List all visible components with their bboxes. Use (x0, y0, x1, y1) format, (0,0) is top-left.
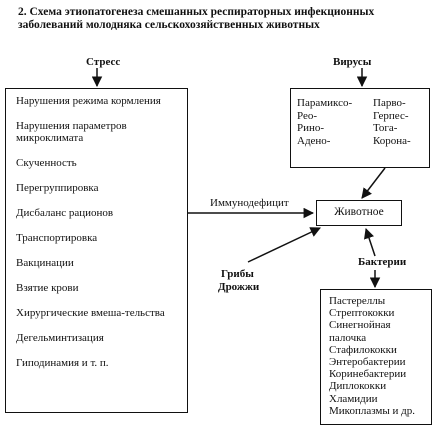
animal-box: Животное (316, 200, 402, 226)
stress-factors-box: Нарушения режима кормления Нарушения пар… (5, 88, 188, 413)
viruses-right-column: Парво- Герпес- Тога- Корона- (373, 97, 411, 147)
stress-item: Транспортировка (16, 232, 98, 244)
bacteria-item: Энтеробактерии (329, 356, 406, 369)
bacteria-item: Стафилококки (329, 343, 397, 356)
bacteria-item: Хламидии (329, 392, 378, 405)
stress-item: Нарушения режима кормления (16, 95, 161, 107)
viruses-left-column: Парамиксо- Рео- Рино- Адено- (297, 97, 352, 147)
virus-item: Парамиксо- (297, 97, 353, 109)
immunodeficit-label: Иммунодефицит (210, 197, 289, 209)
stress-item: Нарушения параметров микроклимата (16, 120, 127, 144)
bacteria-item: Пастереллы (329, 295, 386, 307)
bacteria-item: палочка (329, 331, 367, 344)
bacteria-item: Коринебактерии (329, 368, 407, 381)
virus-to-animal-arrow (361, 167, 386, 199)
virus-item: Адено- (297, 134, 331, 147)
virus-item: Герпес- (373, 109, 409, 122)
stress-item: Скученность (16, 157, 77, 169)
stress-item: Взятие крови (16, 282, 79, 294)
virus-item: Рео- (297, 109, 318, 122)
fungi-arrow (247, 227, 321, 263)
virus-item: Парво- (373, 97, 406, 109)
bacteria-item: Стрептококки (329, 307, 395, 320)
stress-item: Гиподинамия и т. п. (16, 357, 109, 369)
virus-item: Тога- (373, 122, 398, 134)
viruses-box: Парамиксо- Рео- Рино- Адено- Парво- Герп… (290, 88, 430, 168)
stress-item: Перегруппировка (16, 182, 99, 194)
fungi-label: Грибы (221, 268, 254, 280)
stress-item: Хирургические вмеша-тельства (16, 307, 165, 319)
yeast-label: Дрожжи (218, 281, 260, 293)
bacteria-box: Пастереллы Стрептококки Синегнойная пало… (320, 289, 432, 425)
stress-label: Стресс (86, 56, 121, 68)
viruses-label: Вирусы (333, 56, 372, 68)
virus-item: Рино- (297, 122, 325, 134)
stress-item: Вакцинации (16, 257, 74, 269)
bacteria-item: Синегнойная (329, 319, 391, 332)
virus-item: Корона- (373, 134, 411, 147)
bacteria-item: Диплококки (329, 380, 387, 393)
bacteria-arrow (364, 228, 376, 257)
stress-item: Дисбаланс рационов (16, 207, 114, 219)
stress-item: Дегельминтизация (16, 332, 104, 344)
diagram-title: 2. Схема этиопатогенеза смешанных респир… (18, 6, 375, 31)
bacteria-item: Микоплазмы и др. (329, 404, 415, 417)
bacteria-label: Бактерии (358, 256, 407, 268)
